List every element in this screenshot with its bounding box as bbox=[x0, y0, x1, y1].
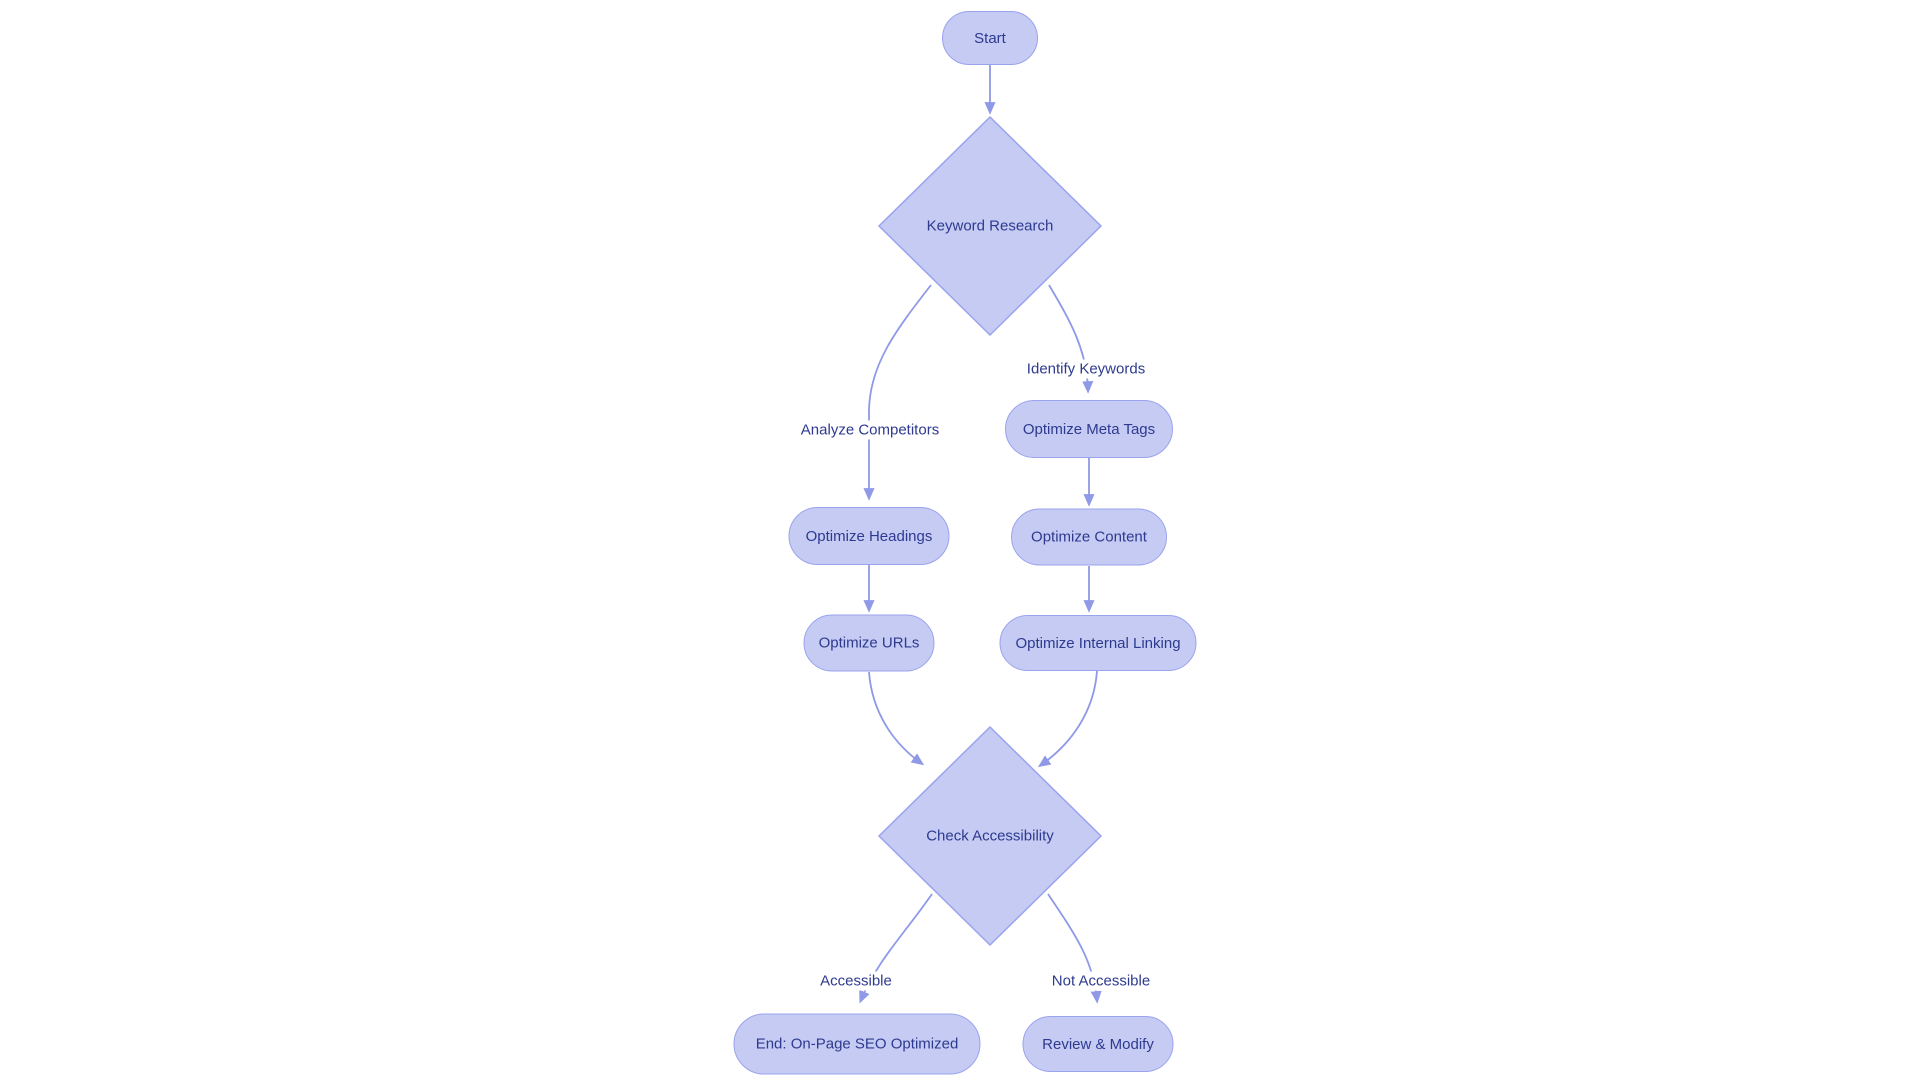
edge-label-accessible: Accessible bbox=[816, 971, 896, 991]
node-optimize-urls: Optimize URLs bbox=[803, 614, 935, 672]
check-accessibility-diamond bbox=[877, 725, 1103, 947]
edge-label-analyze-competitors: Analyze Competitors bbox=[796, 420, 944, 440]
node-end-on-page-seo-optimized: End: On-Page SEO Optimized bbox=[733, 1013, 981, 1075]
edge-label-not-accessible: Not Accessible bbox=[1047, 971, 1155, 991]
node-optimize-internal-linking-label: Optimize Internal Linking bbox=[1015, 634, 1181, 652]
node-optimize-meta-tags: Optimize Meta Tags bbox=[1005, 400, 1173, 458]
check-accessibility-diamond-label: Check Accessibility bbox=[926, 827, 1054, 845]
node-optimize-meta-tags-label: Optimize Meta Tags bbox=[1022, 420, 1156, 438]
node-review-modify: Review & Modify bbox=[1022, 1016, 1174, 1072]
keyword-research-diamond bbox=[877, 115, 1103, 337]
node-optimize-internal-linking: Optimize Internal Linking bbox=[999, 615, 1197, 671]
node-optimize-urls-label: Optimize URLs bbox=[818, 634, 920, 652]
node-review-modify-label: Review & Modify bbox=[1042, 1035, 1154, 1053]
node-end-label: End: On-Page SEO Optimized bbox=[755, 1035, 959, 1053]
node-optimize-headings: Optimize Headings bbox=[788, 507, 950, 565]
node-optimize-content-label: Optimize Content bbox=[1031, 528, 1147, 546]
edge-optimize-urls-to-check-accessibility bbox=[868, 671, 925, 766]
node-start-label: Start bbox=[974, 29, 1006, 47]
edge-optimize-internal-linking-to-check-accessibility bbox=[1037, 670, 1098, 768]
keyword-research-diamond-label: Keyword Research bbox=[926, 217, 1054, 235]
edge-keyword-research-to-optimize-headings bbox=[863, 284, 932, 501]
node-optimize-headings-label: Optimize Headings bbox=[805, 527, 933, 545]
node-start: Start bbox=[942, 11, 1038, 65]
edge-label-identify-keywords: Identify Keywords bbox=[1022, 359, 1150, 379]
node-optimize-content: Optimize Content bbox=[1011, 508, 1167, 566]
